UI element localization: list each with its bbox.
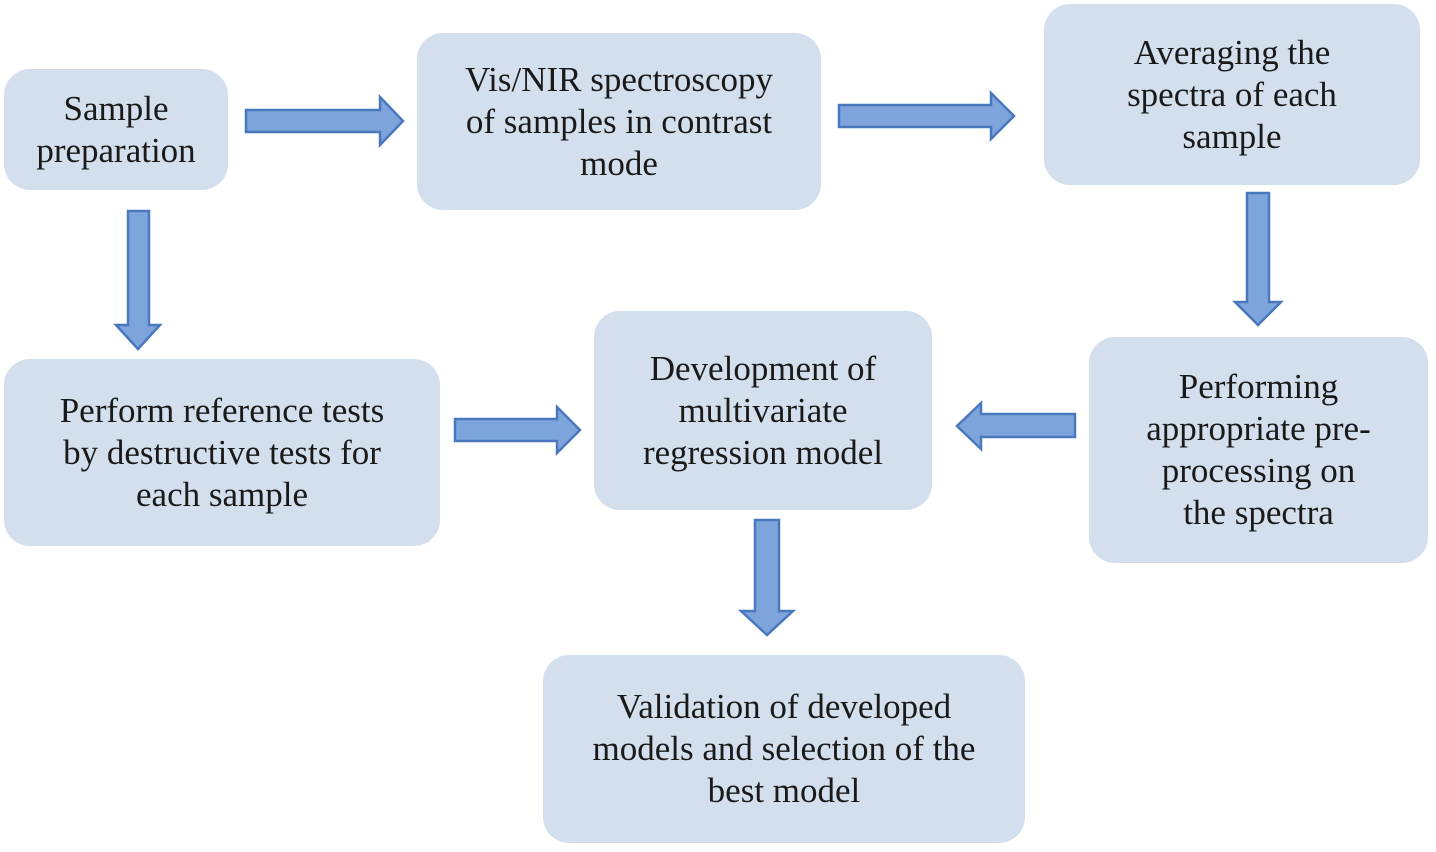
node-reference-tests-label: Perform reference tests by destructive t… bbox=[59, 390, 385, 514]
node-vis-nir-spectroscopy-label: Vis/NIR spectroscopy of samples in contr… bbox=[465, 59, 773, 183]
node-preprocessing: Performing appropriate pre- processing o… bbox=[1089, 337, 1428, 563]
node-validation-label: Validation of developed models and selec… bbox=[592, 687, 976, 810]
node-regression-model-development-label: Development of multivariate regression m… bbox=[642, 348, 884, 472]
node-sample-preparation: Sample preparation bbox=[4, 69, 228, 190]
arrow-spectroscopy-to-averaging bbox=[837, 89, 1016, 143]
node-preprocessing-label: Performing appropriate pre- processing o… bbox=[1146, 367, 1371, 532]
node-averaging-spectra-label: Averaging the spectra of each sample bbox=[1127, 32, 1337, 156]
node-regression-model-development: Development of multivariate regression m… bbox=[594, 311, 932, 510]
arrow-reference-tests-to-development bbox=[453, 403, 582, 457]
node-reference-tests: Perform reference tests by destructive t… bbox=[4, 359, 440, 546]
arrow-sample-prep-to-spectroscopy bbox=[244, 93, 405, 149]
arrow-averaging-to-preprocessing bbox=[1231, 191, 1285, 327]
node-validation: Validation of developed models and selec… bbox=[543, 655, 1025, 843]
arrow-preprocessing-to-development bbox=[955, 400, 1077, 452]
node-vis-nir-spectroscopy: Vis/NIR spectroscopy of samples in contr… bbox=[417, 33, 821, 210]
arrow-development-to-validation bbox=[737, 518, 797, 637]
arrow-sample-prep-to-reference-tests bbox=[113, 209, 163, 351]
node-averaging-spectra: Averaging the spectra of each sample bbox=[1044, 4, 1420, 185]
node-sample-preparation-label: Sample preparation bbox=[36, 88, 196, 170]
